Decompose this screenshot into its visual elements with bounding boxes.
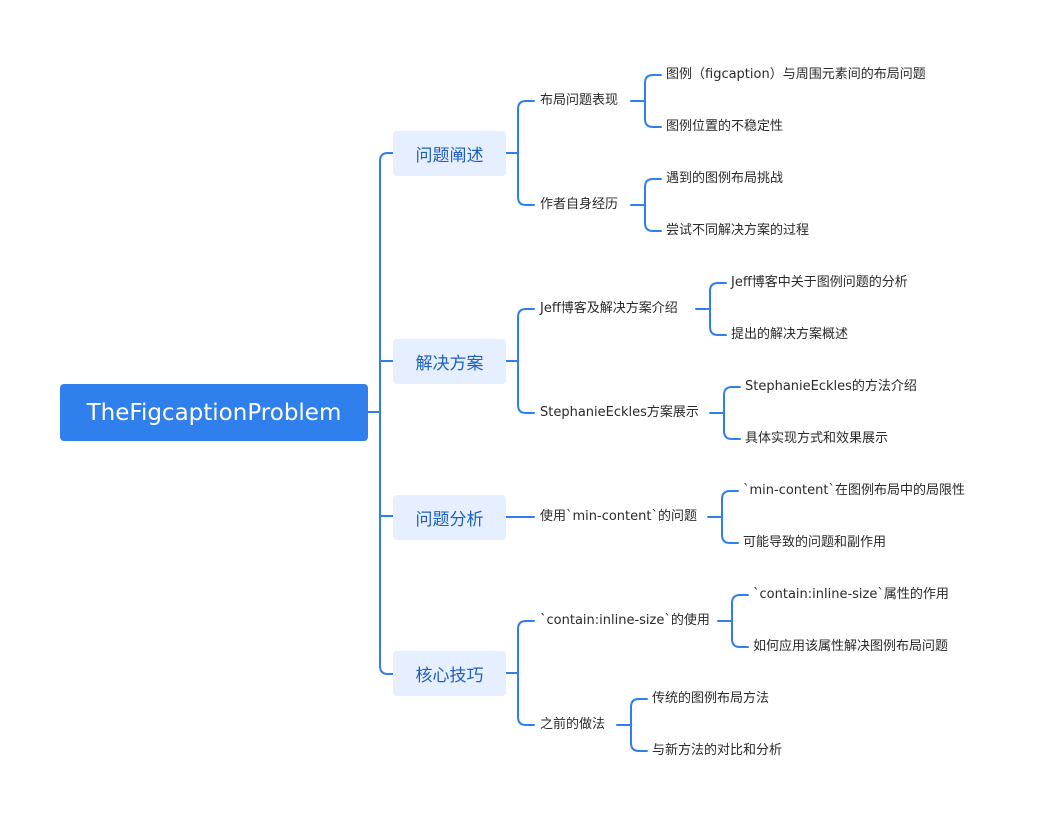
leaf-apply-contain[interactable]: 如何应用该属性解决图例布局问题 xyxy=(753,639,949,654)
topic-4-connector xyxy=(505,620,535,726)
topic-1-connector xyxy=(505,100,535,206)
sub-2-1-connector xyxy=(695,282,727,336)
topic-solutions[interactable]: 解决方案 xyxy=(393,339,506,384)
sub-3-1-connector xyxy=(707,490,739,544)
leaf-contain-purpose[interactable]: `contain:inline-size`属性的作用 xyxy=(753,587,949,602)
leaf-stephanie-method[interactable]: StephanieEckles的方法介绍 xyxy=(745,379,917,394)
leaf-traditional-method[interactable]: 传统的图例布局方法 xyxy=(652,691,770,706)
topic-core-technique[interactable]: 核心技巧 xyxy=(393,651,506,696)
sub-2-2-connector xyxy=(709,386,741,440)
root-node[interactable]: TheFigcaptionProblem xyxy=(60,384,368,441)
leaf-jeff-analysis[interactable]: Jeff博客中关于图例问题的分析 xyxy=(731,275,908,290)
leaf-solution-overview[interactable]: 提出的解决方案概述 xyxy=(731,327,849,342)
subtopic-jeff-blog[interactable]: Jeff博客及解决方案介绍 xyxy=(540,301,678,316)
subtopic-author-experience[interactable]: 作者自身经历 xyxy=(540,197,619,212)
subtopic-layout-symptoms[interactable]: 布局问题表现 xyxy=(540,93,619,108)
sub-4-2-connector xyxy=(616,698,648,752)
leaf-comparison[interactable]: 与新方法的对比和分析 xyxy=(652,743,783,758)
subtopic-previous-approach[interactable]: 之前的做法 xyxy=(540,717,606,732)
subtopic-min-content-issue[interactable]: 使用`min-content`的问题 xyxy=(540,509,697,524)
leaf-min-content-limits[interactable]: `min-content`在图例布局中的局限性 xyxy=(743,483,965,498)
leaf-side-effects[interactable]: 可能导致的问题和副作用 xyxy=(743,535,887,550)
subtopic-stephanie-eckles[interactable]: StephanieEckles方案展示 xyxy=(540,405,699,420)
leaf-trying-solutions[interactable]: 尝试不同解决方案的过程 xyxy=(666,223,810,238)
topic-problem-analysis[interactable]: 问题分析 xyxy=(393,495,506,540)
leaf-position-instability[interactable]: 图例位置的不稳定性 xyxy=(666,119,784,134)
root-to-topics-connector xyxy=(367,152,394,675)
sub-1-2-connector xyxy=(630,178,662,232)
sub-1-1-connector xyxy=(630,74,662,128)
leaf-figcaption-layout-issue[interactable]: 图例（figcaption）与周围元素间的布局问题 xyxy=(666,67,926,82)
subtopic-contain-inline-size[interactable]: `contain:inline-size`的使用 xyxy=(540,613,710,628)
sub-4-1-connector xyxy=(717,594,749,648)
leaf-implementation-demo[interactable]: 具体实现方式和效果展示 xyxy=(745,431,889,446)
topic-problem-statement[interactable]: 问题阐述 xyxy=(393,131,506,176)
leaf-layout-challenges[interactable]: 遇到的图例布局挑战 xyxy=(666,171,784,186)
topic-2-connector xyxy=(505,308,535,414)
